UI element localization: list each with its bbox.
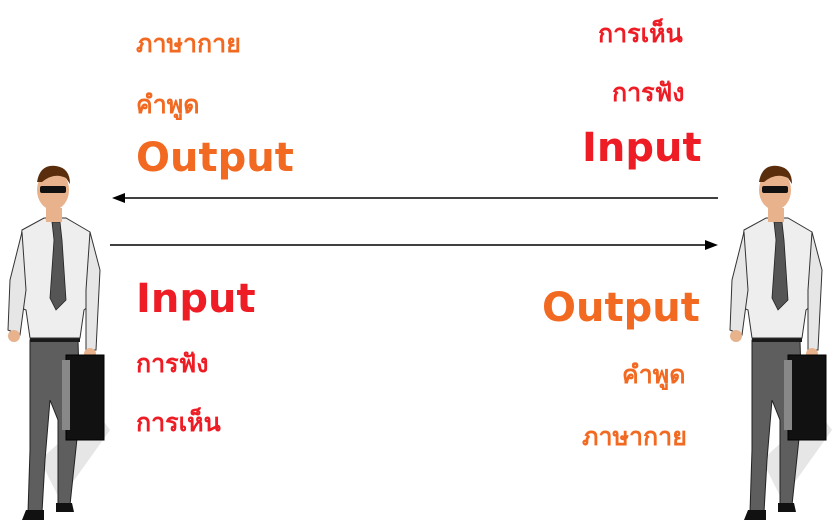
sender-input-label: Input [136,276,256,322]
receiver-output-item-speech: คำพูด [622,360,686,389]
sender-input-item-hearing: การฟัง [136,349,209,378]
businessman-receiver-icon [729,165,832,520]
feedback-arrow-left [112,193,718,203]
sender-input-item-seeing: การเห็น [136,408,221,437]
sender-output-item-body-language: ภาษากาย [136,29,241,58]
sender-output-label: Output [136,135,294,181]
receiver-input-label: Input [582,125,702,171]
receiver-output-label: Output [542,285,700,331]
businessman-sender-icon [7,165,110,520]
receiver-output-item-body-language: ภาษากาย [582,422,687,451]
sender-output-item-speech: คำพูด [136,90,200,119]
receiver-input-item-hearing: การฟัง [612,78,685,107]
receiver-input-item-seeing: การเห็น [598,19,683,48]
message-arrow-right [110,240,718,250]
